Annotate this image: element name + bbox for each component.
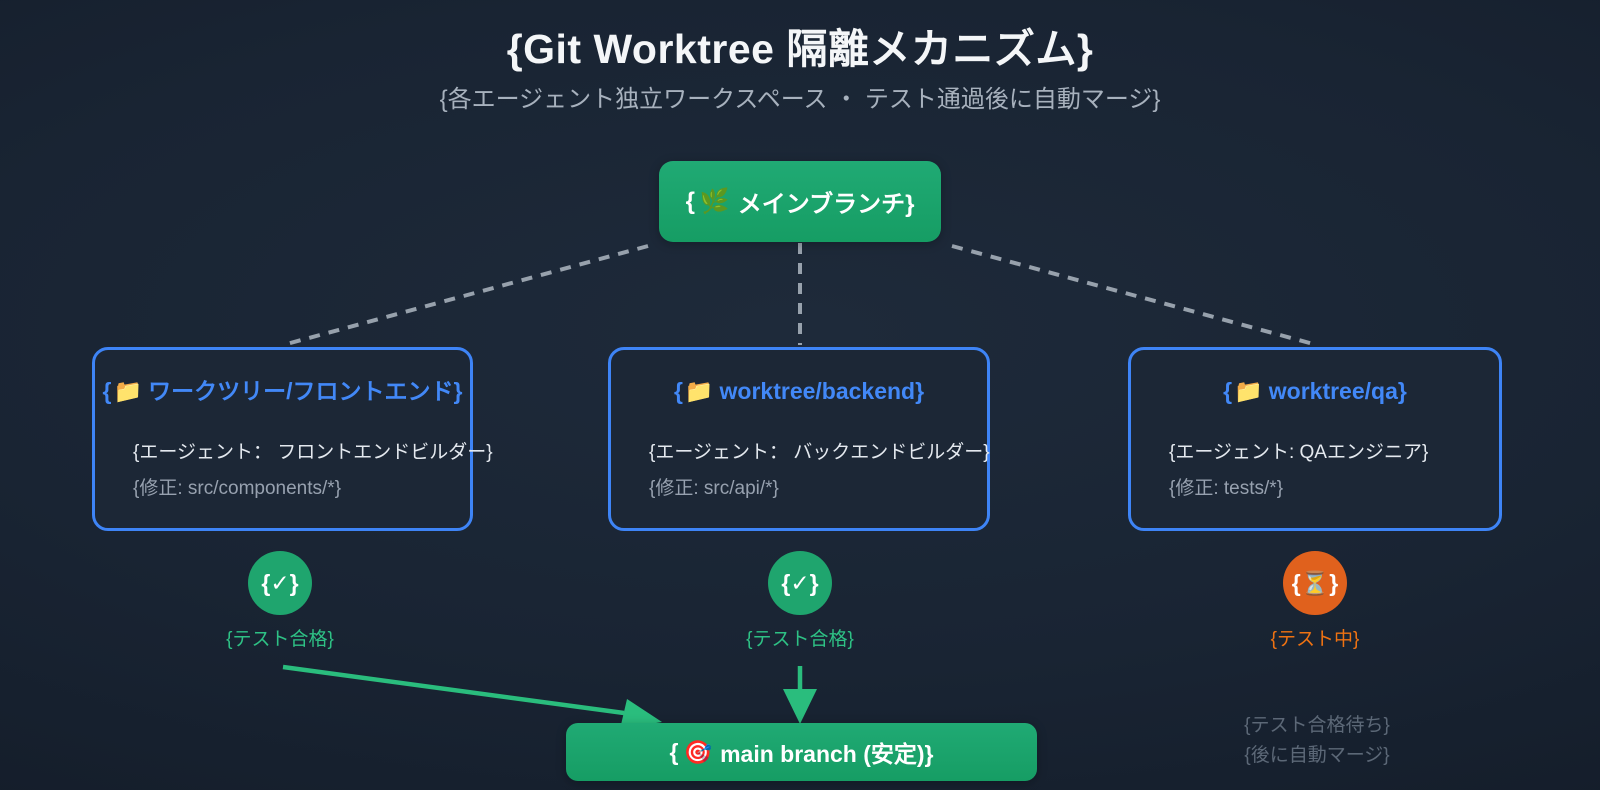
path-line: {修正: src/components/*} (133, 478, 342, 499)
folder-icon: 📁 (113, 378, 143, 404)
check-icon: {✓} (248, 551, 312, 615)
merge-target-label: main branch (安定)} (720, 741, 934, 767)
main-branch-label: メインブランチ} (737, 191, 915, 218)
status-backend: {✓} {テスト合格} (690, 551, 910, 652)
worktree-title: {📁worktree/backend} (611, 375, 987, 407)
worktree-title: {📁worktree/qa} (1131, 375, 1499, 407)
status-label: {テスト中} (1270, 629, 1360, 650)
check-icon: {✓} (768, 551, 832, 615)
path-line: {修正: src/api/*} (649, 478, 779, 499)
dashed-edge-qa (951, 244, 1318, 347)
open-brace: { (1223, 378, 1233, 404)
agent-line: {エージェント: QAエンジニア} (1169, 442, 1429, 463)
path-line: {修正: tests/*} (1169, 478, 1284, 499)
agent-line: {エージェント： フロントエンドビルダー} (133, 442, 493, 463)
worktree-title: {📁ワークツリー/フロントエンド} (95, 375, 470, 407)
open-brace: { (685, 187, 695, 215)
status-frontend: {✓} {テスト合格} (170, 551, 390, 652)
target-icon: 🎯 (683, 738, 713, 765)
main-branch-node: {🌿 メインブランチ} (659, 161, 941, 242)
herb-icon: 🌿 (699, 188, 730, 215)
merge-arrow-frontend-line (282, 664, 625, 716)
merge-arrow-frontend-head (620, 699, 662, 729)
status-label: {テスト合格} (746, 629, 854, 650)
hourglass-icon: {⏳} (1283, 551, 1347, 615)
worktree-name: worktree/backend} (719, 378, 925, 404)
waiting-note-line1: {テスト合格待ち} (1244, 715, 1390, 736)
agent-line: {エージェント： バックエンドビルダー} (649, 442, 990, 463)
worktree-card-frontend: {📁ワークツリー/フロントエンド} {エージェント： フロントエンドビルダー} … (92, 347, 493, 531)
merge-target-node: {🎯 main branch (安定)} (566, 723, 1037, 781)
open-brace: { (673, 378, 683, 404)
diagram-title: {Git Worktree 隔離メカニズム} (506, 26, 1094, 72)
waiting-note: {テスト合格待ち} {後に自動マージ} (1187, 711, 1447, 771)
open-brace: { (102, 378, 112, 404)
open-brace: { (669, 738, 679, 765)
merge-arrow-backend-head (783, 689, 817, 724)
worktree-card-qa: {📁worktree/qa} {エージェント: QAエンジニア} {修正: te… (1128, 347, 1502, 531)
diagram-subtitle: {各エージェント独立ワークスペース ・ テスト通過後に自動マージ} (439, 86, 1161, 113)
worktree-name: ワークツリー/フロントエンド} (148, 378, 463, 404)
worktree-card-backend: {📁worktree/backend} {エージェント： バックエンドビルダー}… (608, 347, 990, 531)
folder-icon: 📁 (1234, 378, 1263, 404)
worktree-name: worktree/qa} (1268, 378, 1407, 404)
status-qa: {⏳} {テスト中} (1205, 551, 1425, 652)
status-label: {テスト合格} (226, 629, 334, 650)
folder-icon: 📁 (684, 378, 714, 404)
waiting-note-line2: {後に自動マージ} (1244, 745, 1390, 766)
dashed-edge-frontend (282, 244, 649, 347)
